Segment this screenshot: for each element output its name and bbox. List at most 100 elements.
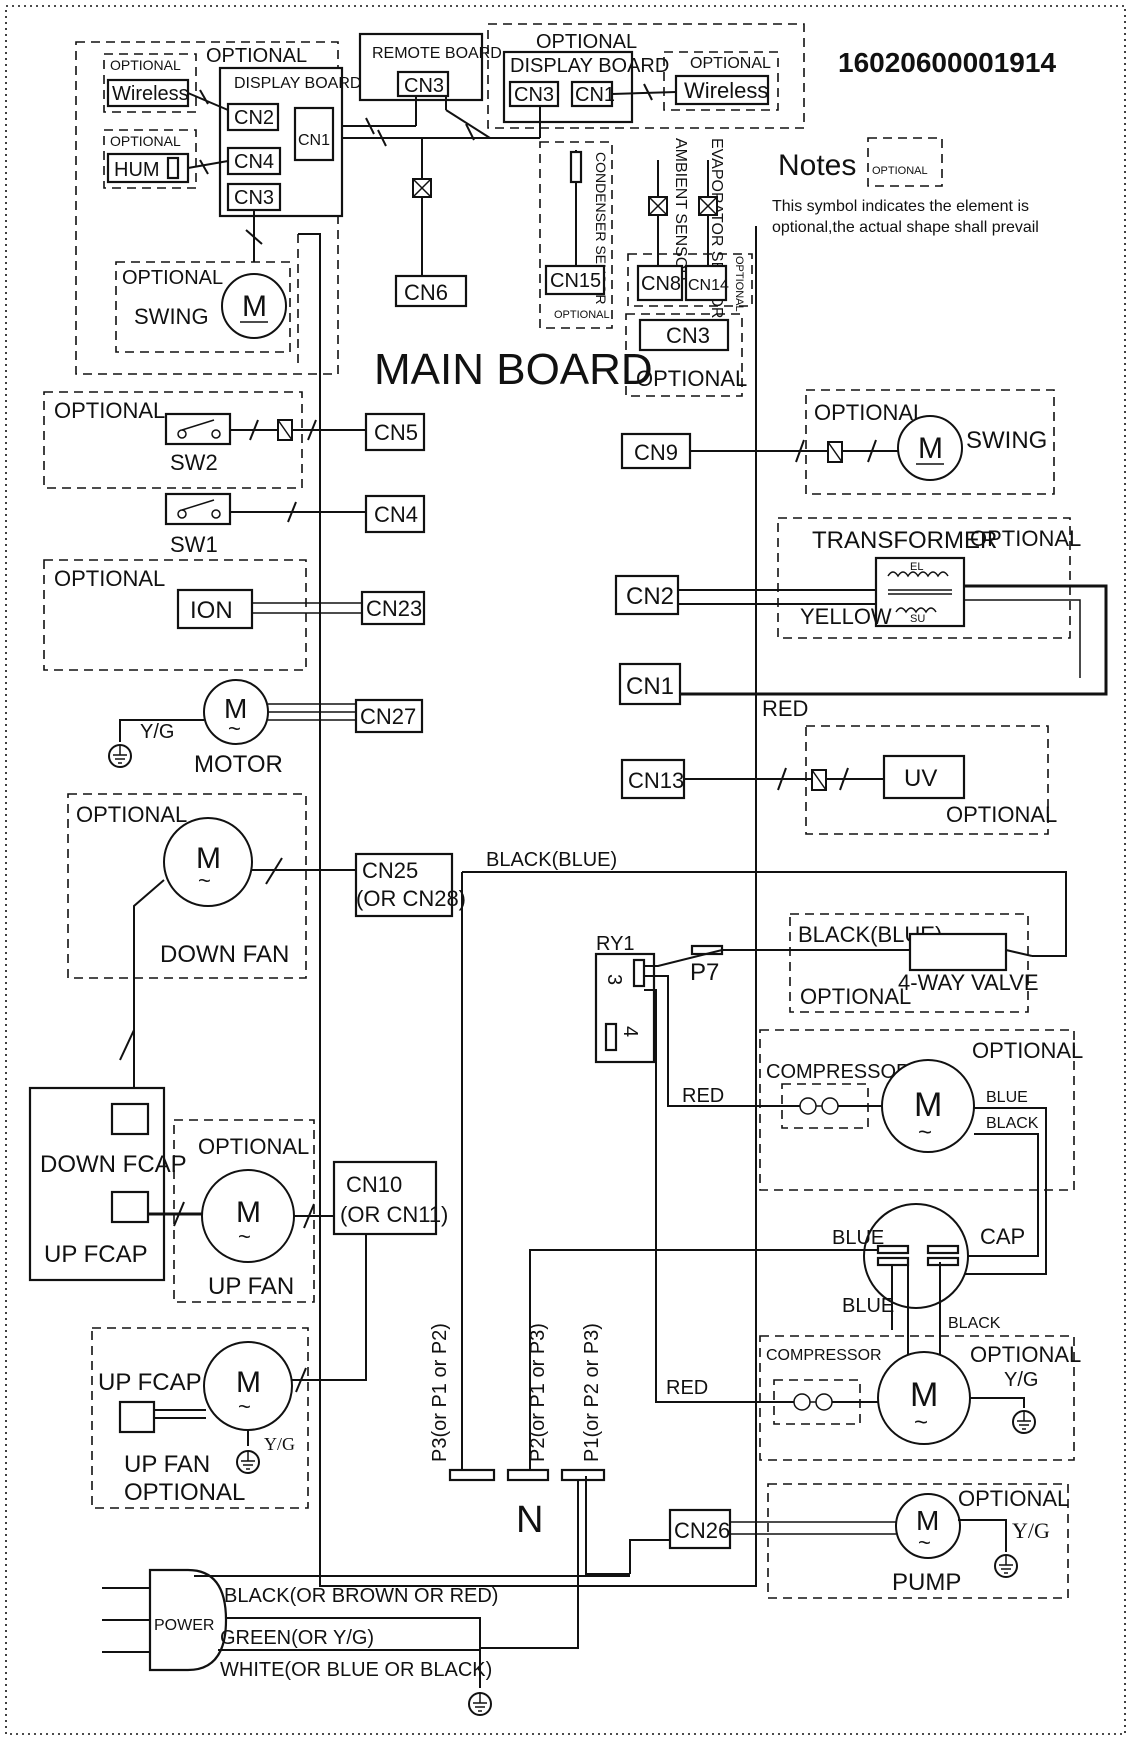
red-wire-label: RED (762, 696, 808, 721)
right-wireless-module (674, 74, 770, 106)
cn6-connector (394, 274, 468, 308)
notes-line-2: optional,the actual shape shall prevail (772, 219, 1039, 236)
cn1-connector (618, 662, 682, 706)
up-fcap-terminal (110, 1190, 150, 1224)
ion-optional-region (43, 559, 307, 671)
cap-blue-label-2: BLUE (842, 1295, 894, 1317)
sw1-switch-icon (164, 492, 232, 526)
power-wire-3-label: WHITE(OR BLUE OR BLACK) (220, 1659, 492, 1681)
right-wireless-optional-label: OPTIONAL (690, 55, 771, 72)
up-fan-motor-m: M (236, 1196, 261, 1229)
cap-label: CAP (980, 1224, 1025, 1249)
up-fan-2-label: UP FAN (124, 1451, 210, 1478)
compressor-2-motor-m: M (910, 1376, 938, 1414)
sensor-cn3-label: CN3 (666, 323, 710, 348)
right-display-cn3-label: CN3 (514, 84, 554, 106)
up-fcap-2-label: UP FCAP (98, 1369, 202, 1396)
cn27-connector (354, 698, 424, 734)
cn23-label: CN23 (366, 596, 422, 621)
cn3-optional-region (625, 313, 743, 397)
sensor-cn3-optional-label: OPTIONAL (636, 366, 747, 391)
pump-motor-m: M (916, 1505, 939, 1536)
pump-motor-icon (895, 1493, 961, 1559)
cn9-label: CN9 (634, 440, 678, 465)
left-swing-motor-icon (221, 273, 287, 339)
right-swing-motor-icon (897, 415, 963, 481)
compressor-2-motor-tilde: ~ (914, 1409, 928, 1436)
right-wireless-label: Wireless (684, 78, 768, 103)
compressor-2-optional-label: OPTIONAL (970, 1342, 1081, 1367)
neutral-terminal-label: N (516, 1499, 543, 1541)
up-fan-optional-label: OPTIONAL (198, 1134, 309, 1159)
cn2-label: CN2 (626, 583, 674, 610)
down-fan-motor-tilde: ~ (198, 868, 211, 893)
four-way-valve-coil (908, 932, 1008, 972)
remote-board-cn3-label: CN3 (404, 75, 444, 97)
down-fan-label: DOWN FAN (160, 941, 289, 968)
compressor-1-motor-m: M (914, 1086, 942, 1124)
down-fan-motor-icon (163, 817, 253, 907)
left-wireless-optional-region (103, 53, 197, 113)
left-display-cn2 (226, 102, 280, 132)
cn23-connector (360, 590, 426, 626)
cn1-label: CN1 (626, 673, 674, 700)
main-board-outline (298, 226, 757, 1587)
sensor-cn3-connector (638, 318, 730, 352)
ry1-pin-3: 3 (603, 974, 625, 985)
ry1-relay (594, 952, 656, 1064)
page-border (5, 5, 1126, 1735)
cn26-connector (668, 1508, 732, 1550)
transformer-label: TRANSFORMER (812, 527, 997, 554)
main-board-title: MAIN BOARD (374, 345, 653, 394)
up-fan-optional-region (173, 1119, 315, 1303)
cn15-connector (544, 264, 606, 296)
left-display-cn1-label: CN1 (298, 132, 330, 149)
right-wireless-optional-region (663, 51, 779, 111)
left-display-optional-label: OPTIONAL (206, 45, 307, 67)
cn10-connector (332, 1160, 438, 1236)
left-swing-optional-label: OPTIONAL (122, 267, 223, 289)
power-label: POWER (154, 1617, 214, 1634)
power-wire-1-label: BLACK(OR BROWN OR RED) (224, 1585, 498, 1607)
right-swing-motor-m: M (918, 432, 943, 465)
right-display-title: DISPLAY BOARD (510, 55, 669, 77)
cn5-connector (364, 412, 426, 452)
pump-label: PUMP (892, 1569, 961, 1596)
ambient-sensor-label: AMBIENT SENSOR (672, 138, 689, 281)
cn14-connector (684, 264, 728, 302)
transformer-su-label: SU (910, 613, 925, 625)
valve-optional-region (789, 913, 1029, 1013)
remote-board-cn3 (396, 70, 450, 98)
up-fan-label: UP FAN (208, 1273, 294, 1300)
left-swing-label: SWING (134, 304, 209, 329)
cn13-connector (620, 758, 686, 800)
yellow-wire-label: YELLOW (800, 604, 892, 629)
left-swing-motor-m: M (242, 290, 267, 323)
right-swing-optional-region (805, 389, 1055, 495)
pump-optional-label: OPTIONAL (958, 1486, 1069, 1511)
terminal-p3-label: P3(or P1 or P2) (429, 1323, 451, 1462)
up-fan-2-optional-region (91, 1327, 309, 1509)
up-fan-2-optional-label: OPTIONAL (124, 1479, 245, 1506)
compressor-1-optional-region (759, 1029, 1075, 1191)
transformer-optional-region (777, 517, 1071, 639)
down-fan-motor-m: M (196, 842, 221, 875)
cn6-label: CN6 (404, 280, 448, 305)
uv-optional-label: OPTIONAL (946, 802, 1057, 827)
cn15-optional-label: OPTIONAL (554, 309, 610, 321)
sw2-label: SW2 (170, 450, 218, 475)
pump-optional-region (767, 1483, 1069, 1599)
cn14-optional-label: OPTIONAL (733, 256, 745, 312)
cn25-alt-label: (OR CN28) (356, 886, 466, 911)
pump-motor-tilde: ~ (918, 1530, 931, 1555)
cn4-connector (364, 494, 426, 534)
right-display-cn1-label: CN1 (575, 84, 615, 106)
compressor-2-optional-region (759, 1335, 1075, 1461)
motor-label: MOTOR (194, 751, 283, 778)
notes-line-1: This symbol indicates the element is (772, 198, 1029, 215)
notes-swatch-label: OPTIONAL (872, 165, 928, 177)
left-wireless-module (106, 78, 190, 108)
up-fan-2-yg-label: Y/G (264, 1434, 295, 1454)
